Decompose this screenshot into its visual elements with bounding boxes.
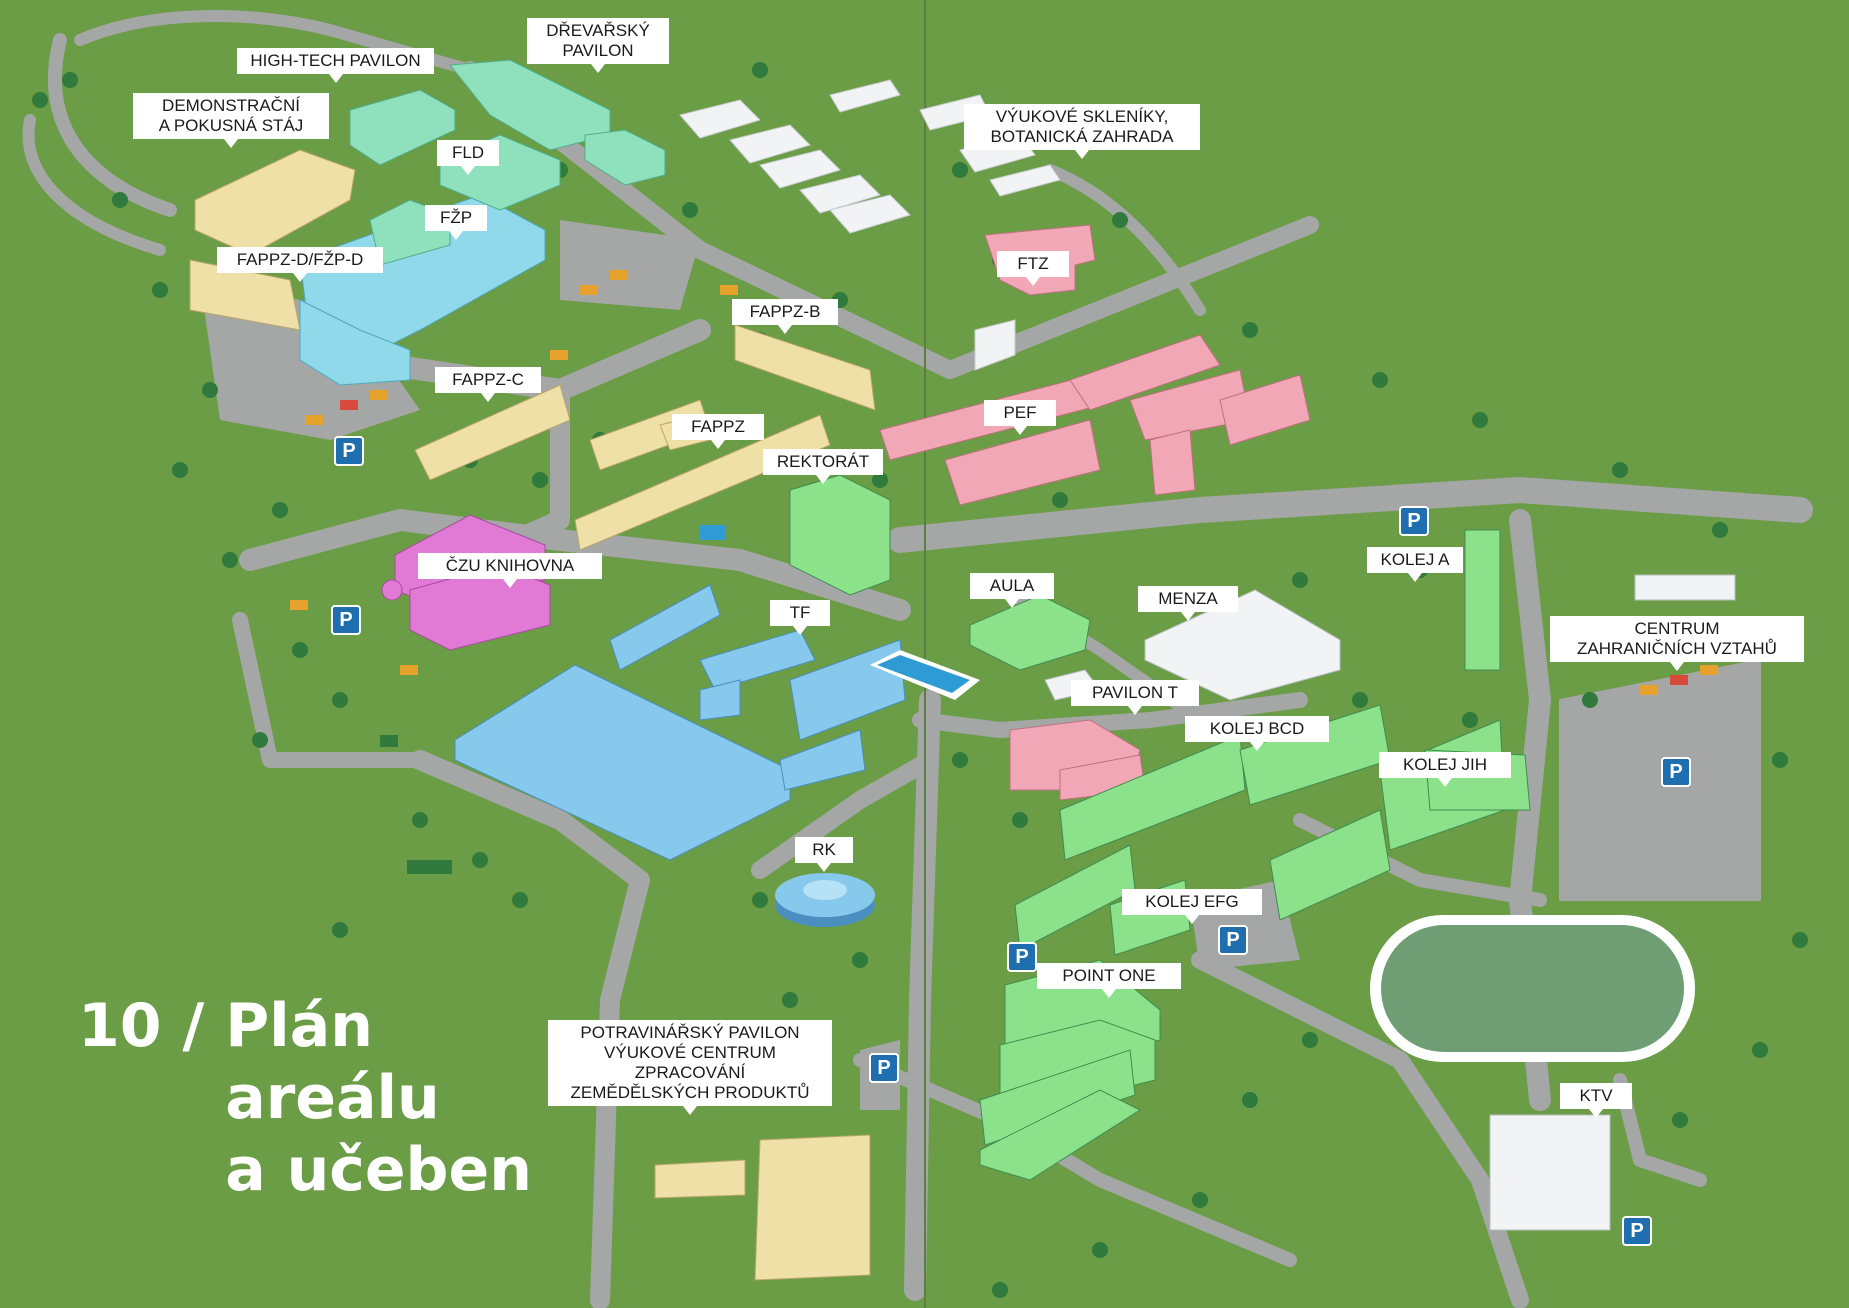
label-centrum-zahranicnich-vztahu[interactable]: CENTRUM ZAHRANIČNÍCH VZTAHŮ (1550, 616, 1804, 671)
cars (290, 270, 1718, 695)
greenhouses (679, 79, 1061, 371)
label-drevarsky-pavilon[interactable]: DŘEVAŘSKÝ PAVILON (527, 18, 669, 73)
athletics-track (1370, 915, 1695, 1062)
label-kolej-jih[interactable]: KOLEJ JIH (1379, 752, 1511, 787)
label-fappz-b[interactable]: FAPPZ-B (732, 299, 838, 334)
page-title: 10 / Plán areálu a učeben (78, 990, 532, 1206)
label-rk[interactable]: RK (795, 837, 853, 872)
parking-icon[interactable]: P (334, 436, 364, 466)
parking-icon[interactable]: P (1007, 942, 1037, 972)
label-point-one[interactable]: POINT ONE (1037, 963, 1181, 998)
title-number: 10 (78, 991, 162, 1061)
label-fappz-c[interactable]: FAPPZ-C (435, 367, 541, 402)
rk-building (775, 873, 875, 927)
label-czu-knihovna[interactable]: ČZU KNIHOVNA (418, 553, 602, 588)
parking-icon[interactable]: P (1218, 925, 1248, 955)
label-demonstracni-stat[interactable]: DEMONSTRAČNÍ A POKUSNÁ STÁJ (133, 93, 329, 148)
label-aula[interactable]: AULA (970, 573, 1054, 608)
beige-buildings (189, 149, 876, 1281)
parking-icon[interactable]: P (869, 1053, 899, 1083)
parking-icon[interactable]: P (1622, 1216, 1652, 1246)
parking-icon[interactable]: P (1399, 506, 1429, 536)
label-fzp[interactable]: FŽP (425, 205, 487, 240)
label-ktv[interactable]: KTV (1560, 1083, 1632, 1118)
label-rektorat[interactable]: REKTORÁT (763, 449, 883, 484)
parking-icon[interactable]: P (331, 605, 361, 635)
pool (700, 525, 980, 700)
title-text: Plán areálu a učeben (225, 991, 532, 1205)
label-pef[interactable]: PEF (984, 400, 1056, 435)
white-buildings (1044, 574, 1736, 1231)
label-pavilon-t[interactable]: PAVILON T (1071, 680, 1199, 715)
label-menza[interactable]: MENZA (1138, 586, 1238, 621)
rektorat-building (789, 474, 891, 596)
label-kolej-a[interactable]: KOLEJ A (1367, 547, 1463, 582)
label-tf[interactable]: TF (770, 600, 830, 635)
label-potravinarsky-pavilon[interactable]: POTRAVINÁŘSKÝ PAVILON VÝUKOVÉ CENTRUM ZP… (548, 1020, 832, 1115)
title-separator: / (182, 991, 205, 1061)
label-vyukove-skleniky[interactable]: VÝUKOVÉ SKLENÍKY, BOTANICKÁ ZAHRADA (964, 104, 1200, 159)
parking-icon[interactable]: P (1661, 757, 1691, 787)
tractor (380, 735, 452, 874)
label-high-tech-pavilon[interactable]: HIGH-TECH PAVILON (237, 48, 434, 83)
label-kolej-bcd[interactable]: KOLEJ BCD (1185, 716, 1329, 751)
label-kolej-efg[interactable]: KOLEJ EFG (1122, 889, 1262, 924)
label-fappz[interactable]: FAPPZ (672, 414, 764, 449)
label-fld[interactable]: FLD (437, 140, 499, 175)
label-ftz[interactable]: FTZ (997, 251, 1069, 286)
label-fappz-d-fzp-d[interactable]: FAPPZ-D/FŽP-D (217, 247, 383, 282)
